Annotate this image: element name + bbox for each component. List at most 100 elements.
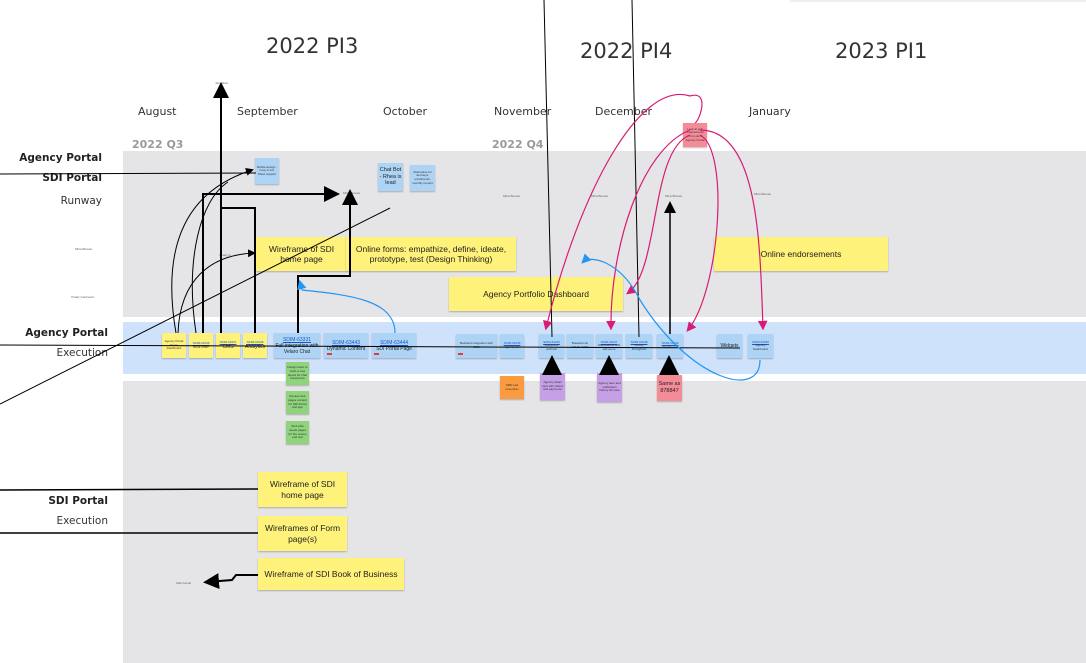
tiny-label-runway-5: Mitra Biswas: [754, 192, 772, 196]
exec-text: Document archival: [544, 343, 559, 351]
magenta-arrow-5: [699, 129, 768, 331]
note-online-forms[interactable]: Online forms: empathize, define, ideate,…: [346, 237, 516, 271]
note-tech-plan[interactable]: Tech plan needs pages for the review and…: [286, 421, 309, 444]
exec-link[interactable]: SDIM-63446: [543, 339, 560, 344]
tiny-label-runway-4: Mitra Biswas: [665, 194, 683, 198]
month-january: January: [749, 105, 791, 118]
note-agency-portfolio-dashboard[interactable]: Agency Portfolio Dashboard: [449, 277, 623, 311]
exec-link[interactable]: SDIM-63436: [192, 340, 210, 345]
lane-agency-portal-exec: Agency Portal: [25, 327, 108, 339]
exec-text: Full integration with Velaro Chat: [275, 342, 319, 355]
month-october: October: [383, 105, 428, 118]
pi-header-2022-pi4: 2022 PI4: [580, 39, 673, 63]
red-marker: [374, 353, 379, 355]
exec-link[interactable]: SDIM-63437: [219, 339, 237, 344]
exec-note-analytics[interactable]: SDIM-63438 Analytics: [243, 333, 267, 358]
arrow-sdi-portal: [297, 189, 358, 333]
exec-text: Agency Dashboard: [753, 343, 768, 351]
exec-text: SDI Portal Page: [376, 345, 412, 352]
note-review-content[interactable]: Review web pages content for SDI Portal …: [286, 391, 309, 414]
exec-text: Dashboard: [662, 345, 678, 349]
month-september: September: [237, 105, 298, 118]
arrow-mitra: [202, 186, 340, 333]
note-online-endorsements[interactable]: Online endorsements: [714, 237, 888, 271]
exec-text: Survey throughout: [631, 343, 647, 351]
note-chat-layout[interactable]: Design team to build a new layout for ch…: [286, 362, 309, 385]
note-smp-end-november[interactable]: SMP end november: [500, 376, 524, 399]
note-agency-detail-view[interactable]: Agency detail view with claims and payme…: [540, 373, 565, 400]
month-august: August: [138, 105, 177, 118]
magenta-arrow-1: [543, 93, 691, 331]
connector-execution: [0, 344, 741, 349]
lane-sdi-portal-top: SDI Portal: [42, 172, 102, 184]
line-top-2: [631, 0, 640, 338]
exec-note-survey[interactable]: SDIM-63448 Survey throughout: [626, 334, 652, 358]
red-marker: [458, 353, 463, 355]
exec-note-agency-dashboard[interactable]: SDIM-63450 Agency Dashboard: [748, 334, 773, 358]
exec-text: CMS: [222, 344, 234, 351]
exec-link[interactable]: SDIM-63449: [661, 341, 679, 346]
exec-note-document-archival[interactable]: SDIM-63446 Document archival: [539, 334, 564, 358]
exec-link[interactable]: SDIM-63448: [630, 339, 648, 344]
tiny-label-runway-3: Mitra Biswas: [591, 194, 609, 198]
magenta-arrow-3: [626, 134, 691, 295]
exec-text: Analytics: [244, 344, 265, 351]
note-alternate[interactable]: Alternative for Journeys, enrollments, m…: [410, 165, 435, 191]
magenta-arrow-2: [606, 129, 691, 331]
red-marker: [327, 353, 332, 355]
note-wireframe-book-of-business[interactable]: Wireframe of SDI Book of Business: [258, 558, 404, 590]
curve-book: [191, 181, 229, 334]
tiny-label-left-2: Chady Goldmann: [71, 295, 95, 299]
note-same-as[interactable]: Same as 878847: [657, 375, 682, 401]
month-december: December: [595, 105, 653, 118]
note-wireframe-sdi-home-exec[interactable]: Wireframe of SDI home page: [258, 472, 347, 507]
line-top-1: [543, 0, 553, 338]
exec-note-widgets[interactable]: Widgets: [717, 334, 742, 358]
note-wireframe-form-pages[interactable]: Wireframes of Form page(s): [258, 516, 347, 551]
lane-agency-portal-top: Agency Portal: [19, 152, 102, 164]
lane-runway: Runway: [60, 195, 102, 207]
exec-link[interactable]: SDIM-63443: [331, 339, 361, 346]
blue-arrow-1: [297, 279, 396, 334]
tiny-label-runway-2: Mitra Biswas: [503, 194, 521, 198]
connector-diagonal: [0, 207, 391, 405]
lane-sdi-portal-bottom: SDI Portal: [48, 495, 108, 507]
exec-text: Dynamic Content: [326, 345, 366, 352]
tiny-label-runway-6: Chady G: [219, 253, 231, 257]
arrow-chatbot: [221, 207, 256, 333]
lane-execution-2: Execution: [56, 515, 108, 527]
magenta-arrow-4: [686, 134, 719, 332]
exec-link[interactable]: SDIM-63444: [379, 339, 409, 346]
exec-link[interactable]: SDIM-63331: [282, 336, 312, 343]
tiny-label-bottom-left: Zaki Kamal: [176, 581, 192, 585]
exec-note-velaro-chat[interactable]: SDIM-63331 Full integration with Velaro …: [274, 333, 320, 358]
curve-mobile-2: [177, 249, 256, 334]
note-mobile-design[interactable]: Mobile design - Corp & Ind. Show support: [255, 158, 279, 184]
connector-sdi-home: [0, 488, 259, 491]
exec-note-dashboard[interactable]: SDIM-63449 Dashboard: [657, 334, 683, 358]
note-alert-notification-history[interactable]: Agency alert and notification history li…: [597, 373, 622, 402]
connector-agency-top: [0, 172, 257, 175]
tiny-label-left-1: Mitra Biswas: [75, 247, 93, 251]
magenta-arrow-6: [689, 94, 703, 124]
exec-link[interactable]: SDIM-63447: [600, 339, 618, 344]
arrow-book-left: [203, 573, 258, 590]
pi-header-2022-pi3: 2022 PI3: [266, 34, 359, 58]
quarter-2022-q3: 2022 Q3: [132, 138, 184, 151]
exec-note-notifications[interactable]: SDIM-63447 Notifications with self-serve: [596, 334, 622, 358]
note-wireframe-sdi-home[interactable]: Wireframe of SDI home page: [256, 237, 347, 271]
exec-text: Notifications with self-serve: [597, 343, 621, 351]
blue-arrow-2: [581, 253, 761, 381]
month-november: November: [494, 105, 552, 118]
exec-link[interactable]: SDIM-63450: [752, 339, 769, 344]
curve-mobile: [171, 168, 254, 334]
note-look-at-requirements[interactable]: Look at pub requirements from Lulu & Age…: [683, 123, 707, 147]
pi-header-2023-pi1: 2023 PI1: [835, 39, 928, 63]
exec-note-sdi-portal-page[interactable]: SDIM-63444 SDI Portal Page: [372, 333, 416, 358]
exec-note-dynamic-content[interactable]: SDIM-63443 Dynamic Content: [324, 333, 368, 358]
exec-text: Book of Biz: [193, 344, 209, 349]
note-chatbot[interactable]: Chat Bot - Rhea is lead: [378, 163, 403, 191]
exec-link[interactable]: SDIM-63438: [246, 339, 264, 344]
exec-link[interactable]: SDIM-63445: [503, 341, 521, 346]
